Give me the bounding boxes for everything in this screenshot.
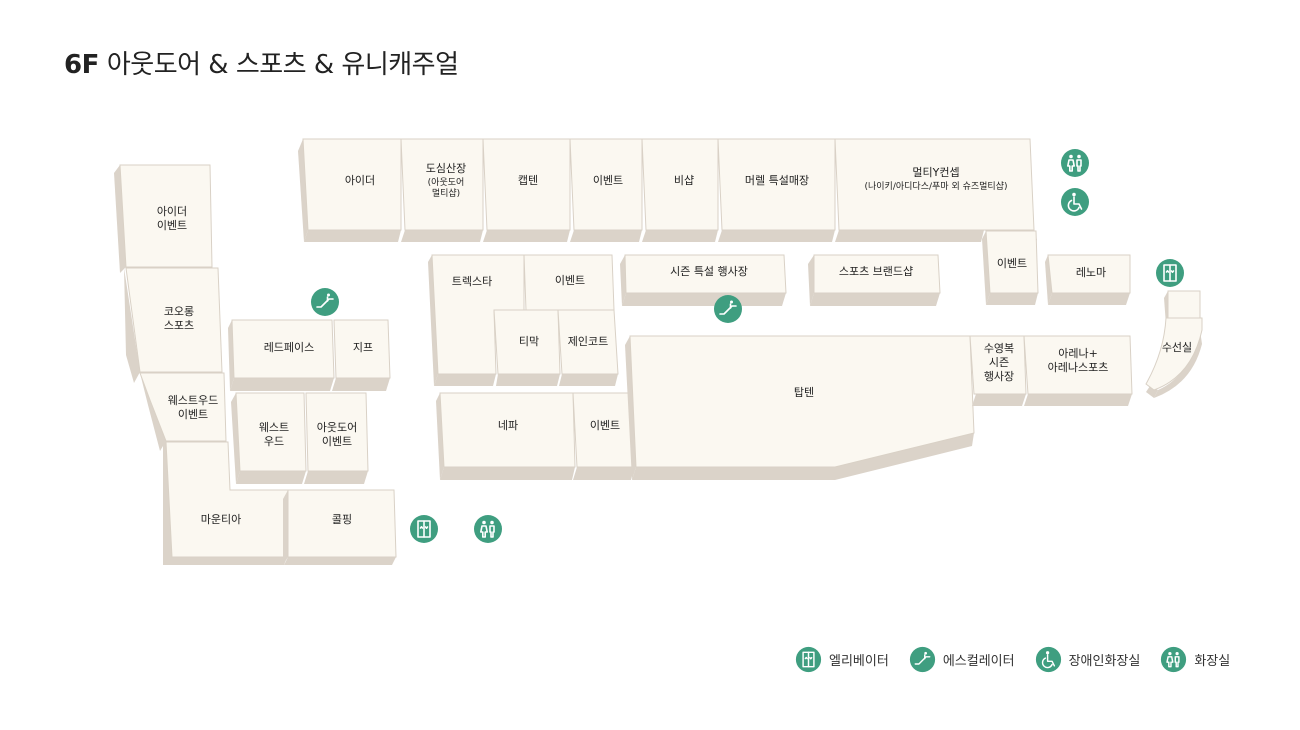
shop-label: 이벤트 [178, 408, 208, 421]
shop-label: 아이더 [345, 174, 375, 187]
shop-label: 아레나스포츠 [1048, 361, 1109, 374]
shop-label: 이벤트 [593, 174, 623, 187]
shop-label: 티막 [519, 335, 539, 348]
shop-label: 이벤트 [997, 257, 1027, 270]
legend-label: 에스컬레이터 [942, 654, 1015, 669]
elevator-icon [795, 646, 822, 673]
shop-label: 도심산장 [426, 162, 466, 175]
shop-season-special[interactable]: 시즌 특설 행사장 [620, 254, 787, 306]
shop-sports-brand[interactable]: 스포츠 브랜드샵 [808, 254, 941, 306]
shop-label: 레노마 [1076, 266, 1106, 279]
shop-dosim-sanjang[interactable]: 도심산장 (아웃도어 멀티샵) [400, 138, 484, 242]
shop-bisyap[interactable]: 비샵 [641, 138, 719, 242]
shop-label: 아이더 [157, 205, 187, 218]
shop-label: 행사장 [984, 370, 1014, 383]
shop-label: 아레나+ [1058, 347, 1098, 360]
legend-escalator: 에스컬레이터 [908, 646, 1015, 673]
shop-label: 시즌 특설 행사장 [670, 265, 748, 278]
shop-label: 제인코트 [568, 335, 608, 348]
escalator-icon [908, 646, 936, 673]
shop-label: 코오롱 [164, 305, 194, 318]
shop-label: 이벤트 [157, 219, 187, 232]
shop-event-right[interactable]: 이벤트 [982, 230, 1039, 305]
legend-label: 장애인화장실 [1068, 654, 1141, 669]
shop-label: 웨스트 [259, 421, 289, 434]
shop-label: 머렐 특설매장 [745, 174, 809, 187]
elevator-icon[interactable] [409, 514, 439, 544]
shop-event-center[interactable]: 이벤트 [523, 254, 615, 311]
shop-aider[interactable]: 아이더 [298, 138, 402, 242]
shop-sublabel: (아웃도어 [428, 177, 465, 188]
shop-label: 수선실 [1162, 341, 1192, 354]
shop-label: 이벤트 [322, 435, 352, 448]
shop-event-bottom[interactable]: 이벤트 [572, 392, 635, 480]
shop-label: 이벤트 [590, 419, 620, 432]
shop-label: 웨스트우드 [168, 394, 219, 407]
shop-kolon-sports[interactable]: 코오롱 스포츠 [124, 267, 223, 383]
shop-kulping[interactable]: 콜핑 [283, 489, 397, 565]
legend-elevator: 엘리베이터 [795, 646, 889, 673]
escalator-icon[interactable] [713, 294, 743, 324]
shop-jip[interactable]: 지프 [332, 319, 391, 391]
legend-label: 화장실 [1194, 654, 1231, 669]
shop-multi-y-concept[interactable]: 멀티Y컨셉 (나이키/아디다스/푸마 외 슈즈멀티샵) [834, 138, 1037, 242]
shop-label: 멀티Y컨셉 [912, 166, 959, 179]
restroom-icon [1160, 646, 1188, 673]
shop-label: 비샵 [674, 174, 694, 187]
shop-jaincoat[interactable]: 제인코트 [557, 309, 619, 386]
shop-renoma[interactable]: 레노마 [1045, 254, 1131, 305]
floor-label: 6F [64, 50, 99, 80]
restroom-icon[interactable] [1060, 148, 1090, 178]
shop-nepa[interactable]: 네파 [436, 392, 576, 480]
escalator-icon[interactable] [310, 287, 340, 317]
shop-mountia[interactable]: 마운티아 [163, 441, 289, 565]
elevator-icon[interactable] [1155, 258, 1185, 288]
shop-merrell[interactable]: 머렐 특설매장 [717, 138, 836, 242]
shop-label: 우드 [264, 435, 284, 448]
shop-westwood[interactable]: 웨스트 우드 [231, 392, 307, 484]
shop-label: 콜핑 [332, 513, 352, 526]
restroom-icon[interactable] [473, 514, 503, 544]
shop-susunsil[interactable]: 수선실 [1145, 290, 1203, 398]
shop-label: 네파 [498, 419, 518, 432]
shop-event-top[interactable]: 이벤트 [569, 138, 643, 242]
shop-label: 스포츠 브랜드샵 [839, 265, 913, 278]
accessible-restroom-icon [1034, 646, 1062, 673]
shop-outdoor-event[interactable]: 아웃도어 이벤트 [304, 392, 369, 484]
shop-westwood-event[interactable]: 웨스트우드 이벤트 [139, 372, 227, 451]
shop-kaptain[interactable]: 캡텐 [482, 138, 571, 242]
floor-category: 아웃도어 & 스포츠 & 유니캐주얼 [106, 50, 459, 80]
legend-label: 엘리베이터 [829, 654, 889, 669]
shop-label: 레드페이스 [264, 341, 315, 354]
shop-label: 트렉스타 [452, 275, 492, 288]
shop-label: 수영복 [984, 342, 1014, 355]
shop-label: 지프 [353, 341, 373, 354]
legend-restroom: 화장실 [1160, 646, 1230, 673]
shop-label: 스포츠 [164, 319, 194, 332]
shop-aider-event[interactable]: 아이더 이벤트 [114, 164, 213, 273]
shop-label: 아웃도어 [317, 421, 357, 434]
shop-arena[interactable]: 아레나+ 아레나스포츠 [1023, 335, 1133, 406]
map-legend: 엘리베이터 에스컬레이터 장애인화장실 화장실 [795, 646, 1230, 673]
shop-label: 탑텐 [794, 386, 814, 399]
legend-accessible-restroom: 장애인화장실 [1034, 646, 1141, 673]
shop-swimwear-season[interactable]: 수영복 시즌 행사장 [969, 335, 1027, 406]
shop-label: 마운티아 [201, 513, 241, 526]
shop-label: 시즌 [989, 356, 1009, 369]
shop-sublabel: 멀티샵) [432, 187, 460, 199]
accessible-restroom-icon[interactable] [1060, 187, 1090, 217]
shop-label: 캡텐 [518, 174, 538, 187]
shop-tapten[interactable]: 탑텐 [625, 335, 975, 480]
shop-sublabel: (나이키/아디다스/푸마 외 슈즈멀티샵) [864, 180, 1007, 192]
shop-label: 이벤트 [555, 274, 585, 287]
shop-reddface[interactable]: 레드페이스 [228, 319, 335, 391]
shop-timak[interactable]: 티막 [493, 309, 561, 386]
